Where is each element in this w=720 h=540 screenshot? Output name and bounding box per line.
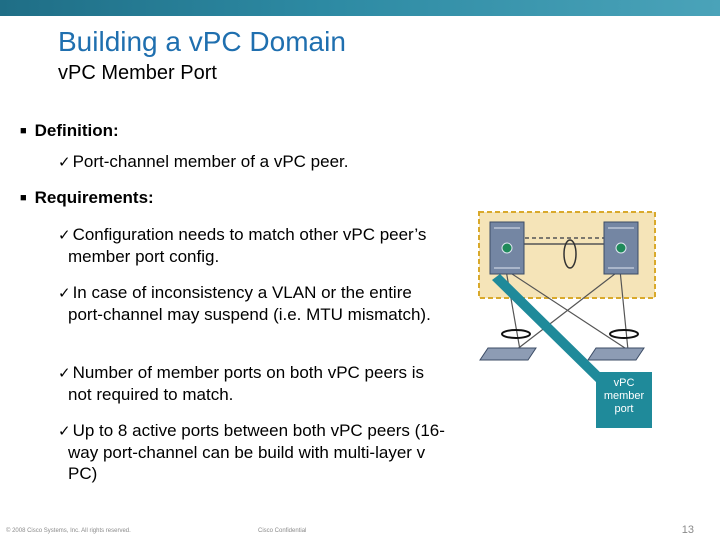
slide-title: Building a v​PC Domain [58,26,346,57]
requirements-heading: ■ Requirements: [20,188,154,208]
definition-item-text: Port-channel member of a v​PC peer. [72,152,349,171]
bullet-icon: ■ [20,192,27,204]
requirement-item-text: Up to 8 active ports between both v​PC p… [68,421,445,483]
access-switch-icon [479,347,645,361]
checkmark-icon: ✓ [58,284,71,302]
peer-link [518,237,614,269]
copyright-text: © 2008 Cisco Systems, Inc. All rights re… [6,528,131,534]
slide-subtitle: v​PC Member Port [58,62,217,84]
vpc-member-port-callout: v​PC member port [596,372,652,428]
requirement-item: ✓Up to 8 active ports between both v​PC … [58,420,448,484]
requirement-item: ✓Configuration needs to match other v​PC… [58,224,448,267]
checkmark-icon: ✓ [58,226,71,244]
requirement-item-text: In case of inconsistency a VLAN or the e… [68,283,431,324]
requirement-item: ✓In case of inconsistency a VLAN or the … [58,282,443,325]
page-number: 13 [681,524,694,536]
switch-icon [603,221,639,275]
callout-pointer [492,274,608,384]
checkmark-icon: ✓ [58,364,71,382]
definition-heading: ■ Definition: [20,121,119,141]
checkmark-icon: ✓ [58,422,71,440]
vpc-topology-diagram [478,211,656,384]
bullet-icon: ■ [20,125,27,137]
requirement-item-text: Number of member ports on both v​PC peer… [68,363,425,404]
confidential-text: Cisco Confidential [258,528,307,534]
requirement-item: ✓Number of member ports on both v​PC pee… [58,362,443,405]
requirement-item-text: Configuration needs to match other v​PC … [68,225,427,266]
top-banner [0,0,720,16]
definition-heading-text: Definition: [34,121,119,140]
definition-item: ✓Port-channel member of a v​PC peer. [58,151,448,173]
switch-icon [489,221,525,275]
port-channel-oval [501,329,639,339]
uplink-lines [505,269,629,351]
checkmark-icon: ✓ [58,153,71,171]
requirements-heading-text: Requirements: [34,188,154,207]
